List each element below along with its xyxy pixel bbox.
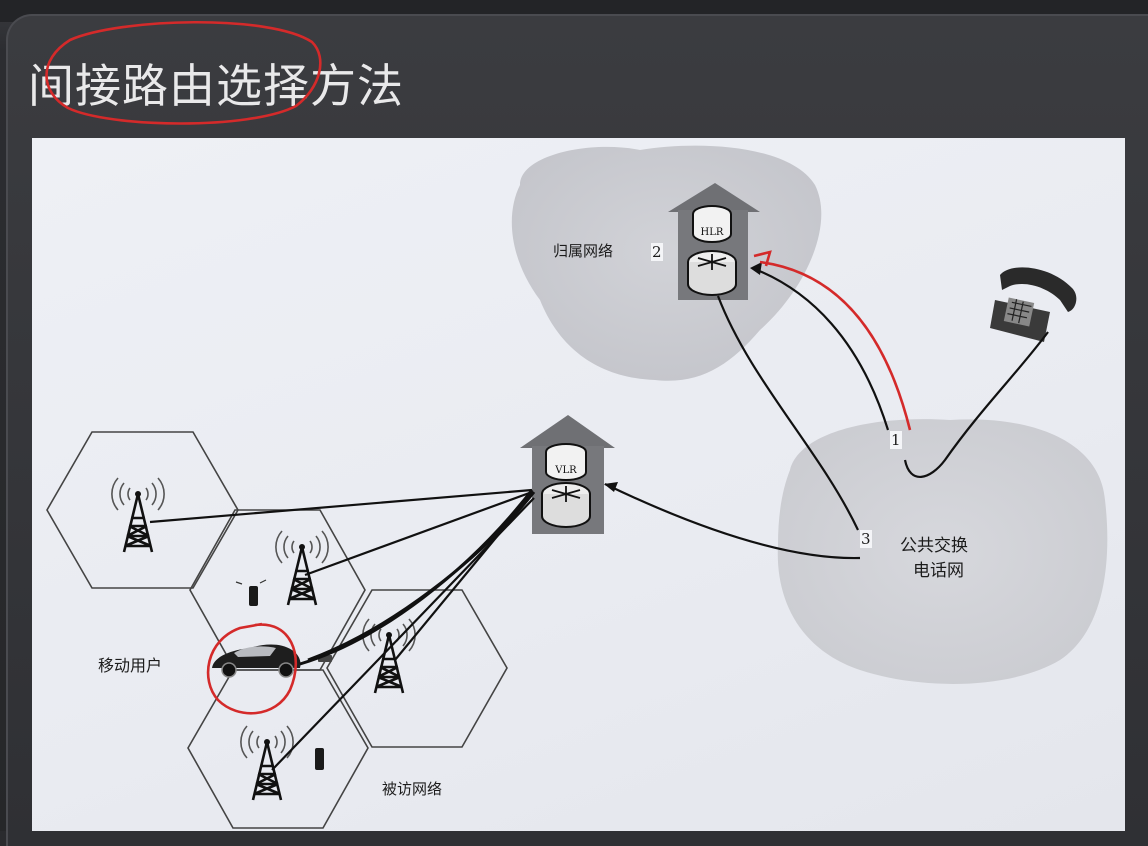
home-network-label: 归属网络 xyxy=(553,242,614,260)
step-1-label: 1 xyxy=(890,431,902,449)
cell-tower-icon xyxy=(274,529,330,607)
visited-network-label: 被访网络 xyxy=(382,780,443,798)
router-icon xyxy=(541,482,591,528)
route-highlight-annotation xyxy=(759,260,912,431)
vlr-label: VLR xyxy=(554,465,577,476)
database-icon: HLR xyxy=(692,205,732,243)
car-icon xyxy=(212,644,301,678)
step-2-label: 2 xyxy=(651,243,663,261)
home-network-cloud xyxy=(511,145,822,381)
visited-network-cells xyxy=(46,431,508,829)
connection-lines xyxy=(149,266,1049,771)
route-arrow-annotation xyxy=(753,250,772,267)
cell-hexagon xyxy=(187,669,369,829)
cell-tower-icon xyxy=(110,476,166,554)
mobile-phone-icon xyxy=(235,579,267,606)
cell-hexagon xyxy=(326,589,508,748)
step-3-label: 3 xyxy=(860,530,872,548)
cell-tower-icon xyxy=(239,724,295,802)
title-circle-annotation xyxy=(45,20,322,125)
home-msc-building: HLR xyxy=(668,183,760,300)
telephone-icon xyxy=(990,267,1077,342)
arrowheads xyxy=(604,262,762,492)
database-icon: VLR xyxy=(545,443,587,481)
mobile-user-label: 移动用户 xyxy=(98,656,163,675)
red-annotations xyxy=(45,20,912,715)
pstn-cloud xyxy=(777,419,1108,684)
visited-msc-building: VLR xyxy=(520,415,615,534)
car-circle-annotation xyxy=(206,622,298,715)
hlr-label: HLR xyxy=(701,227,724,238)
router-icon xyxy=(687,250,737,296)
pstn-label-line2: 电话网 xyxy=(913,561,964,581)
cell-hexagon xyxy=(46,431,239,589)
mobile-phone-icon xyxy=(315,748,324,770)
slide-title: 间接路由选择方法 xyxy=(28,59,404,113)
pstn-label-line1: 公共交换 xyxy=(900,536,968,556)
